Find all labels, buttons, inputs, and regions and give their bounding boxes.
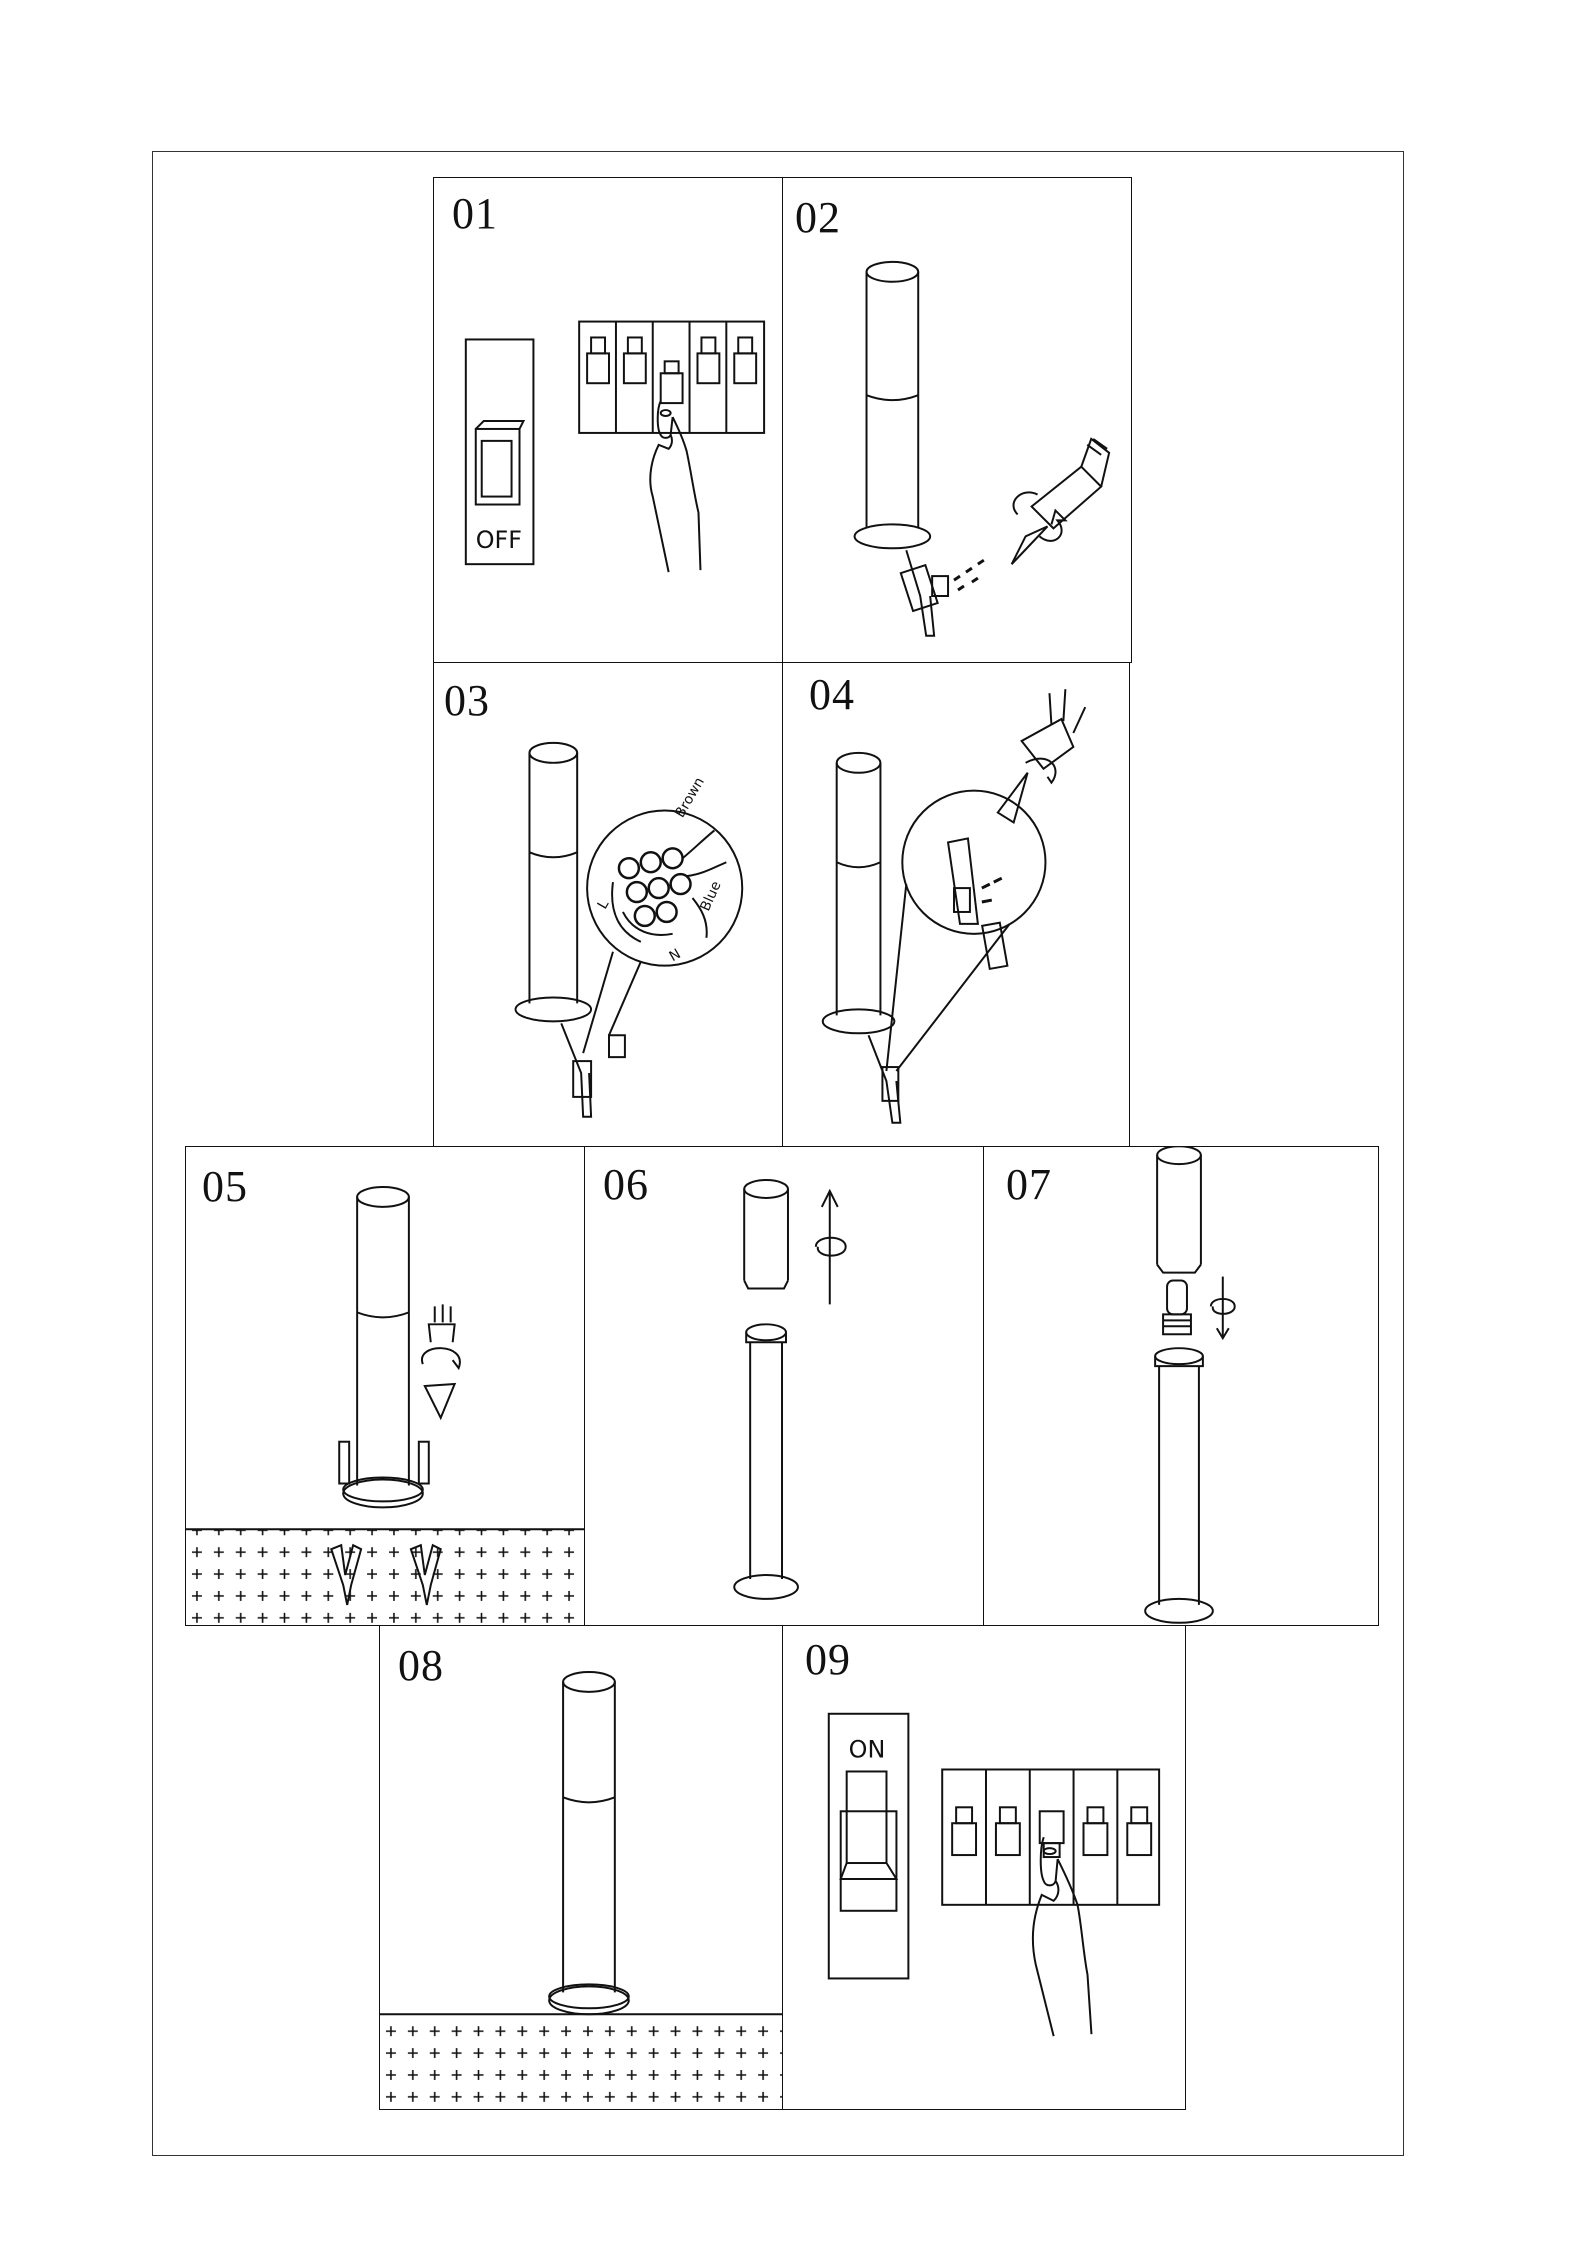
bulb-icon [1163,1281,1191,1335]
step-01-panel: 01 [433,177,783,663]
screwdriver-icon [425,1304,455,1417]
bollard-lamp-icon [823,753,895,1033]
screwdriver-icon [998,689,1085,822]
step-02-panel: 02 [782,177,1132,663]
on-label: ON [849,1736,886,1764]
step-09-illustration: ON [783,1626,1185,2109]
bollard-lamp-icon [549,1672,629,2014]
step-03-panel: 03 Brown Blue L [433,662,783,1148]
ground-icon [380,2014,783,2109]
step-08-illustration [380,1626,783,2109]
step-02-illustration [783,178,1131,662]
neutral-wire-label: N [667,946,684,965]
bollard-post-icon [734,1324,798,1599]
step-04-illustration [783,663,1129,1147]
blue-wire-label: Blue [697,879,724,914]
brown-wire-label: Brown [672,775,708,821]
step-08-panel: 08 [379,1625,784,2110]
step-01-illustration: OFF [434,178,782,662]
lamp-head-icon [1157,1147,1201,1273]
rotate-arrow-icon [422,1348,460,1368]
hand-icon [1033,1837,1092,2036]
step-05-panel: 05 [185,1146,585,1626]
detail-magnifier-icon [902,791,1045,934]
live-wire-label: L [595,897,613,912]
circuit-breaker-icon [579,322,764,433]
step-03-illustration: Brown Blue L N [434,663,782,1147]
screwdriver-icon [1012,439,1109,564]
bollard-lamp-icon [855,262,931,548]
step-07-panel: 07 [983,1146,1379,1626]
bollard-post-icon [1145,1348,1213,1623]
step-07-illustration [984,1147,1378,1625]
off-label: OFF [476,526,522,554]
rotate-arrow-icon [816,1191,846,1304]
hand-icon [650,401,700,572]
bollard-lamp-icon [343,1187,423,1507]
rotate-arrow-icon [1211,1277,1235,1339]
rotate-arrow-icon [1026,759,1056,783]
lamp-head-icon [744,1180,788,1288]
ground-icon [186,1529,584,1625]
bollard-lamp-icon [516,743,592,1021]
step-09-panel: 09 ON [782,1625,1186,2110]
step-05-illustration [186,1147,584,1625]
step-06-illustration [585,1147,983,1625]
step-06-panel: 06 [584,1146,984,1626]
step-04-panel: 04 [782,662,1130,1148]
